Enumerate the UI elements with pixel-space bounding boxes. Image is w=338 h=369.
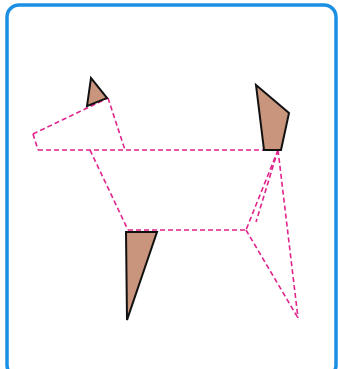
card-frame: [7, 5, 336, 369]
